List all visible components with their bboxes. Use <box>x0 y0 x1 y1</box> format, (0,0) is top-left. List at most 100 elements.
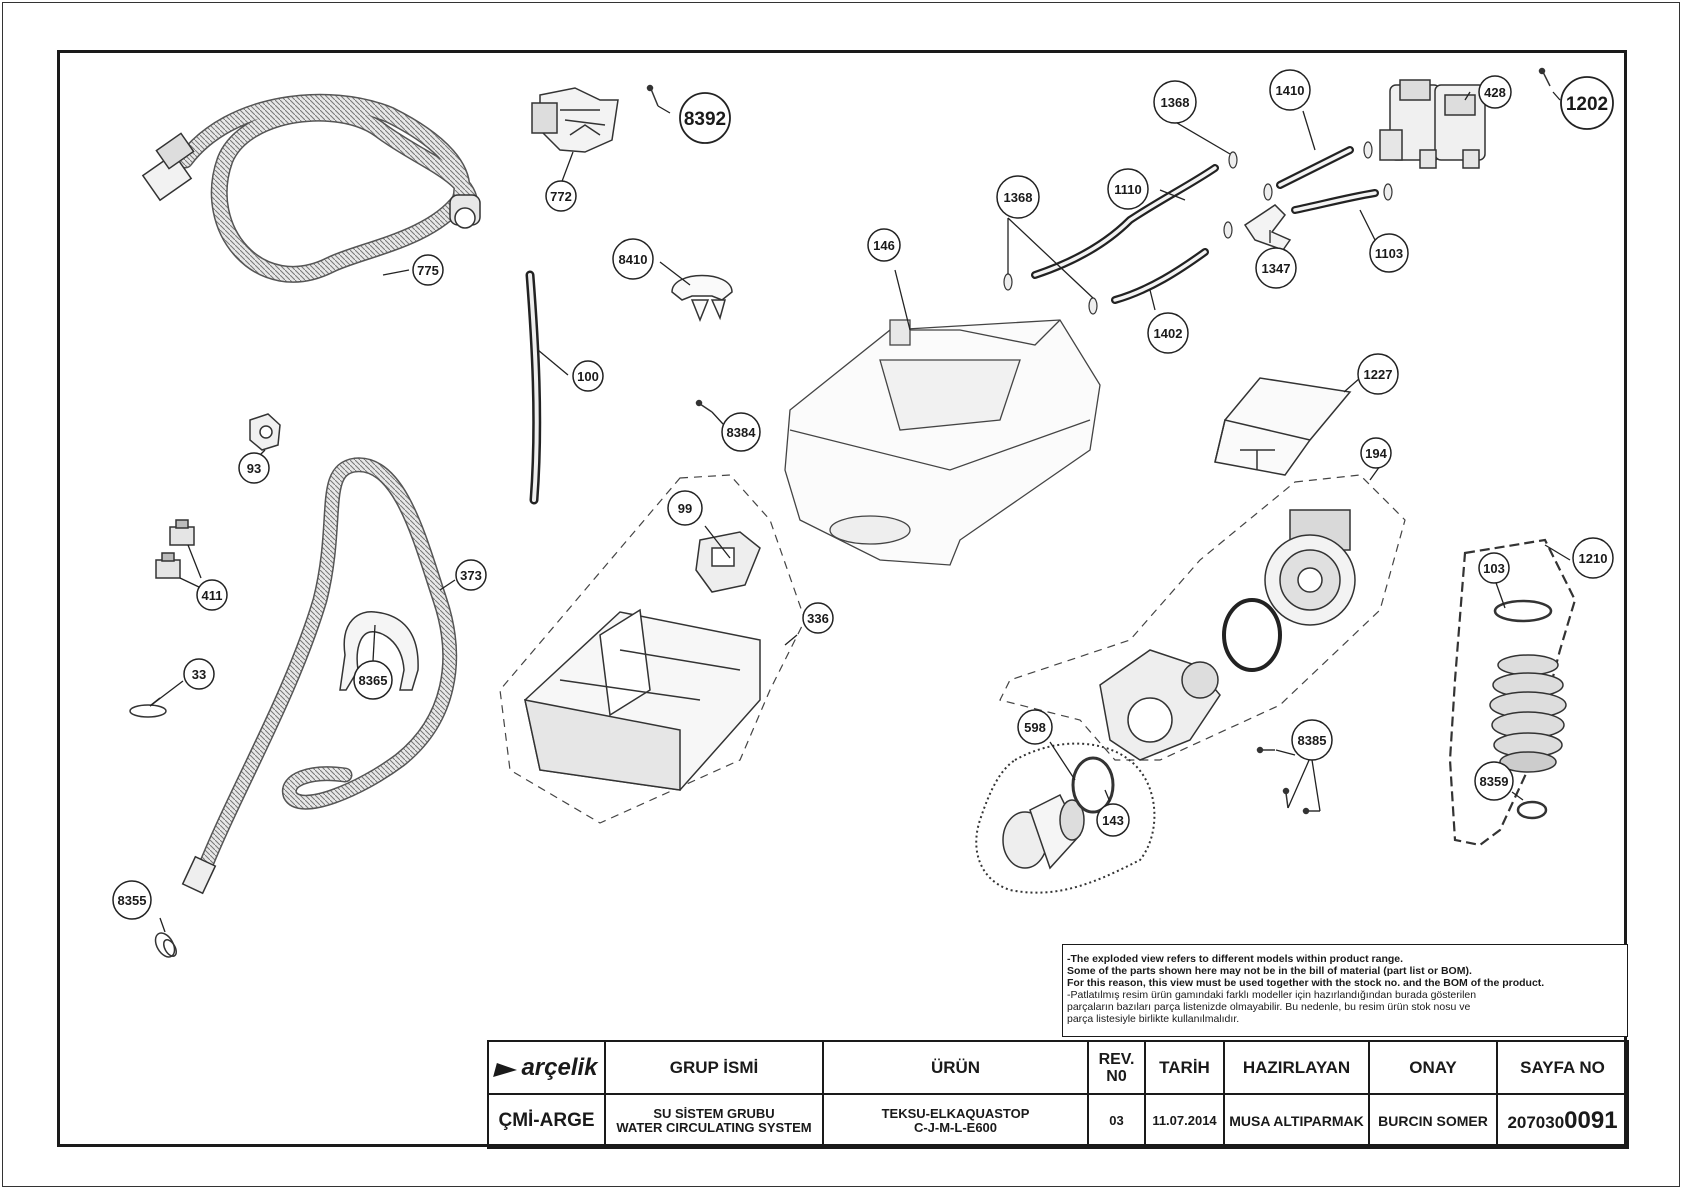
svg-text:1103: 1103 <box>1375 246 1403 261</box>
svg-text:100: 100 <box>577 369 599 384</box>
page-number-suffix: 0091 <box>1564 1107 1618 1134</box>
group-tr: SU SİSTEM GRUBU <box>653 1106 775 1121</box>
header-rev-line1: REV. <box>1098 1050 1135 1068</box>
svg-text:8359: 8359 <box>1480 774 1509 789</box>
screw-8384 <box>695 399 713 413</box>
callout-bubble: 8410 <box>612 238 654 280</box>
pump-housing <box>1099 649 1221 761</box>
svg-text:1368: 1368 <box>1161 95 1190 110</box>
arcelik-logo-mark <box>493 1063 520 1078</box>
header-rev-line2: N0 <box>1106 1067 1127 1085</box>
note-line: -Patlatılmış resim ürün gamındaki farklı… <box>1067 989 1477 1001</box>
svg-text:428: 428 <box>1484 85 1506 100</box>
note-line: parça listesiyle birlikte kullanılmalıdı… <box>1067 1013 1240 1025</box>
note-line: For this reason, this view must be used … <box>1067 977 1545 989</box>
pressure-switch-772 <box>531 87 619 153</box>
callout-bubble: 1347 <box>1255 247 1297 289</box>
clip-33 <box>129 697 167 718</box>
product-line2: C-J-M-L-E600 <box>913 1120 998 1135</box>
svg-text:1402: 1402 <box>1154 326 1183 341</box>
screw-1202 <box>1538 67 1551 87</box>
note-line: Some of the parts shown here may not be … <box>1067 965 1472 977</box>
callout-bubble: 775 <box>412 254 444 286</box>
svg-text:8385: 8385 <box>1298 733 1327 748</box>
svg-text:146: 146 <box>873 238 895 253</box>
callout-bubble: 33 <box>183 658 215 690</box>
detergent-drawer <box>524 608 761 791</box>
svg-text:8392: 8392 <box>684 109 726 130</box>
svg-text:143: 143 <box>1102 813 1124 828</box>
callout-bubble: 336 <box>802 602 834 634</box>
callout-bubble: 93 <box>238 452 270 484</box>
hose-guide-8365 <box>339 611 419 691</box>
inlet-hose-775 <box>141 93 481 283</box>
callout-bubble: 373 <box>455 559 487 591</box>
svg-text:1347: 1347 <box>1262 261 1291 276</box>
callout-bubble: 598 <box>1017 709 1053 745</box>
product-line1: TEKSU-ELKAQUASTOP <box>881 1106 1030 1121</box>
callout-bubble: 1402 <box>1147 312 1189 354</box>
svg-text:1110: 1110 <box>1114 182 1142 197</box>
hose-clips-1368 <box>1003 141 1393 315</box>
department-value: ÇMİ-ARGE <box>487 1093 606 1149</box>
callout-bubble: 1368 <box>1153 80 1197 124</box>
svg-text:1227: 1227 <box>1364 367 1393 382</box>
header-onay: ONAY <box>1368 1040 1498 1095</box>
approved-by-value: BURCIN SOMER <box>1368 1093 1498 1149</box>
cover-1227 <box>1214 377 1352 476</box>
screw-8392 <box>646 84 659 107</box>
tubes <box>1031 146 1379 304</box>
page-number-value: 2070300091 <box>1496 1093 1629 1149</box>
callout-bubble: 8355 <box>112 880 152 920</box>
bracket-93 <box>249 413 281 451</box>
screws-8385 <box>1256 746 1320 815</box>
drain-hose-373 <box>181 457 458 895</box>
header-urun: ÜRÜN <box>822 1040 1089 1095</box>
callout-bubble: 411 <box>196 579 228 611</box>
callout-bubble: 146 <box>867 228 901 262</box>
dashed-group-1210 <box>1448 538 1577 847</box>
seal-ring <box>1222 598 1282 672</box>
callout-bubble: 8365 <box>353 660 393 700</box>
svg-text:8410: 8410 <box>619 252 648 267</box>
callout-bubble: 8385 <box>1291 719 1333 761</box>
callout-bubble: 1110 <box>1107 168 1149 210</box>
callout-bubble: 1227 <box>1357 353 1399 395</box>
y-connector-1347 <box>1243 204 1292 251</box>
callout-bubble: 428 <box>1478 75 1512 109</box>
callout-bubble: 103 <box>1478 552 1510 584</box>
note-line: parçaların bazıları parça listenizde olm… <box>1067 1001 1471 1013</box>
disclaimer-notes: -The exploded view refers to different m… <box>1062 944 1628 1037</box>
water-valve-428 <box>1379 79 1486 169</box>
callout-bubble: 1210 <box>1572 537 1614 579</box>
callout-bubble: 8359 <box>1474 761 1514 801</box>
filter-598 <box>1002 793 1085 870</box>
header-tarih: TARİH <box>1144 1040 1225 1095</box>
pump-motor-194 <box>1264 509 1356 626</box>
bellows <box>1489 654 1567 773</box>
callout-bubble: 1368 <box>996 175 1040 219</box>
svg-text:1202: 1202 <box>1566 94 1608 115</box>
callout-bubble: 194 <box>1360 437 1392 469</box>
svg-text:8355: 8355 <box>118 893 147 908</box>
svg-text:103: 103 <box>1483 561 1505 576</box>
header-grup-ismi: GRUP İSMİ <box>604 1040 824 1095</box>
page-number-prefix: 207030 <box>1507 1113 1565 1132</box>
siphon-cap-99 <box>695 531 761 593</box>
rev-value: 03 <box>1087 1093 1146 1149</box>
title-block: arçelik GRUP İSMİ ÜRÜN REV.N0 TARİH HAZI… <box>487 1040 1629 1149</box>
svg-text:336: 336 <box>807 611 829 626</box>
arcelik-logo: arçelik <box>521 1053 598 1081</box>
callout-bubble: 143 <box>1096 803 1130 837</box>
svg-text:33: 33 <box>192 667 206 682</box>
svg-text:772: 772 <box>550 189 572 204</box>
svg-text:1410: 1410 <box>1276 83 1305 98</box>
callout-bubble: 1103 <box>1369 233 1409 273</box>
clamp-103 <box>1493 599 1553 623</box>
svg-text:93: 93 <box>247 461 261 476</box>
logo-cell: arçelik <box>487 1040 606 1095</box>
dotted-group-598 <box>975 742 1156 894</box>
